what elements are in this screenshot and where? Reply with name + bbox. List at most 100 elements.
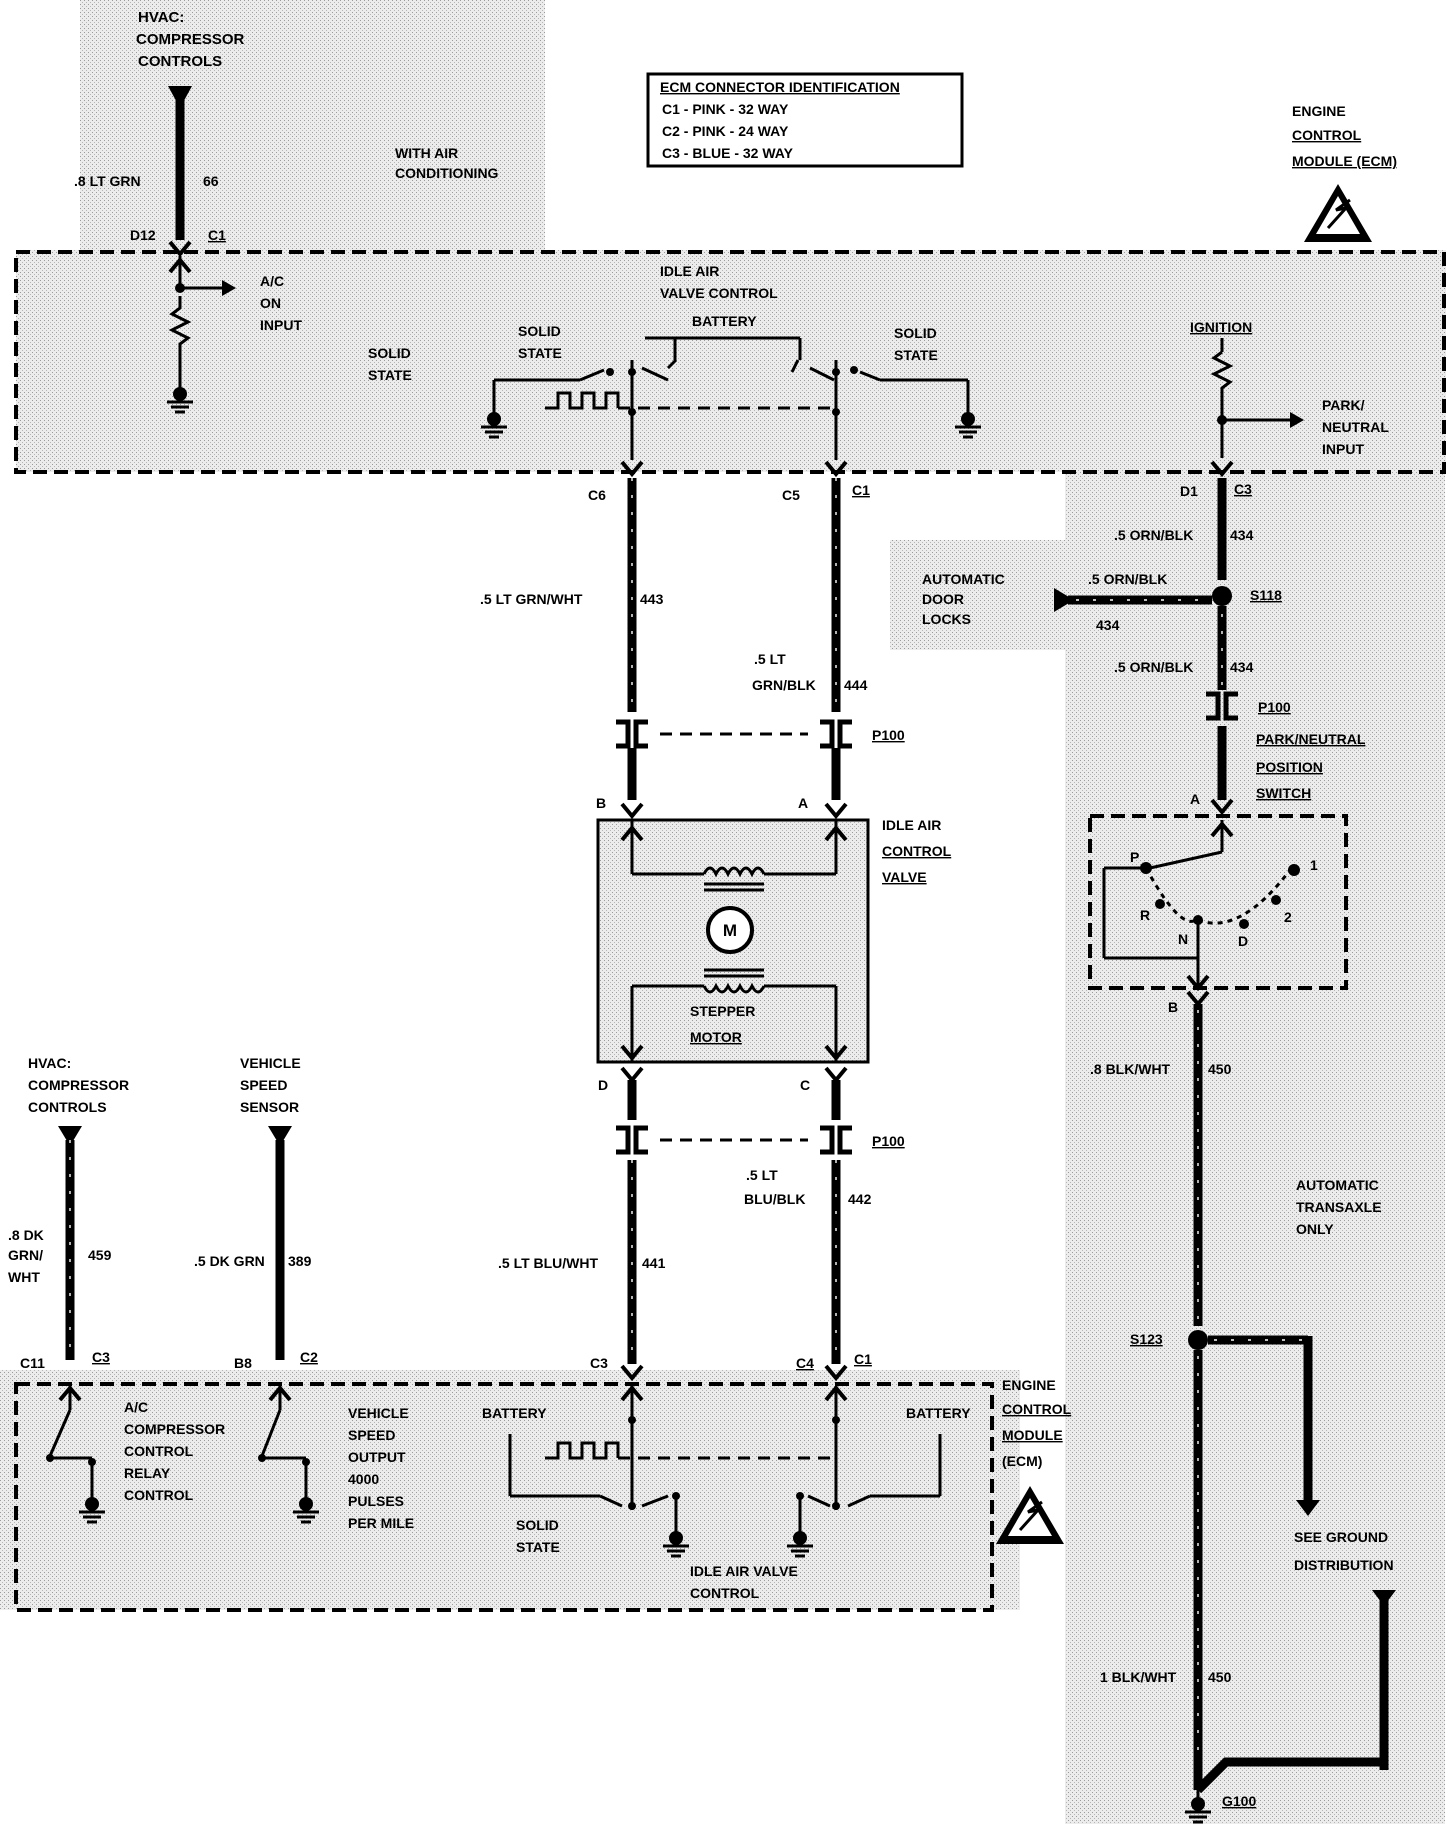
motor-icon [706, 906, 754, 954]
circuit-number: 442 [848, 1191, 872, 1207]
vss-label: SPEED [240, 1077, 287, 1093]
pin-label: D12 [130, 227, 156, 243]
ac-relay-label: CONTROL [124, 1487, 194, 1503]
pin-label: C11 [20, 1355, 45, 1371]
switch-label: SWITCH [1256, 785, 1311, 801]
connector-id-row: C1 - PINK - 32 WAY [662, 101, 789, 117]
splice-icon [1188, 1330, 1208, 1350]
arrow-down-icon [168, 86, 192, 108]
wire-label: .5 LT BLU/WHT [498, 1255, 599, 1271]
solid-state-label: STATE [516, 1539, 560, 1555]
iac-valve: M STEPPER MOTOR IDLE AIR CONTROL VALVE [596, 817, 952, 1064]
pin-label: C6 [588, 487, 606, 503]
circuit-number: 450 [1208, 1669, 1232, 1685]
wire-label: GRN/BLK [752, 677, 816, 693]
terminal-label: C [800, 1077, 810, 1093]
iac-wires-bottom: D C P100 .5 LT BLU/BLK 442 .5 LT BLU/WHT… [498, 1066, 905, 1380]
arrow-left-icon [1054, 588, 1074, 612]
solid-state-label: STATE [894, 347, 938, 363]
see-ground-label: DISTRIBUTION [1294, 1557, 1394, 1573]
auto-trans-label: ONLY [1296, 1221, 1334, 1237]
circuit-number: 459 [88, 1247, 112, 1263]
circuit-number: 434 [1230, 659, 1254, 675]
circuit-number: 66 [203, 173, 219, 189]
park-neutral-input-label: NEUTRAL [1322, 419, 1389, 435]
arrow-down-icon [1296, 1500, 1320, 1516]
circuit-number: 450 [1208, 1061, 1232, 1077]
circuit-number: 389 [288, 1253, 312, 1269]
iac-control-label: VALVE CONTROL [660, 285, 778, 301]
coil-icon [702, 982, 766, 994]
wire-label: WHT [8, 1269, 40, 1285]
door-locks-label: DOOR [922, 591, 964, 607]
connector-id-row: C2 - PINK - 24 WAY [662, 123, 789, 139]
ac-on-input-label: ON [260, 295, 281, 311]
switch-position-label: P [1130, 849, 1139, 865]
solid-state-label: SOLID [368, 345, 411, 361]
terminal-label: A [798, 795, 808, 811]
connector-icon [820, 722, 852, 746]
iac-control-label: IDLE AIR [660, 263, 719, 279]
splice-label: S123 [1130, 1331, 1163, 1347]
connector-label: C3 [1234, 481, 1252, 497]
pin-label: D1 [1180, 483, 1198, 499]
wire-label: .5 ORN/BLK [1088, 571, 1167, 587]
ground-label: G100 [1222, 1793, 1256, 1809]
solid-state-label: SOLID [518, 323, 561, 339]
connector-icon [616, 1128, 648, 1152]
battery-label: BATTERY [482, 1405, 547, 1421]
iac-control-label: CONTROL [690, 1585, 760, 1601]
park-neutral-circuit: D1 C3 .5 ORN/BLK 434 S118 .5 ORN/BLK 434… [922, 460, 1396, 1824]
terminal-label: A [1190, 791, 1200, 807]
iac-valve-label: CONTROL [882, 843, 952, 859]
ac-on-input-label: INPUT [260, 317, 302, 333]
vso-label: 4000 [348, 1471, 379, 1487]
connector-label: C1 [208, 227, 226, 243]
splice-icon [1212, 586, 1232, 606]
connector-label: P100 [872, 727, 905, 743]
wire-label: .5 ORN/BLK [1114, 659, 1193, 675]
iac-wires-top: C6 C5 C1 .5 LT GRN/WHT 443 .5 LT GRN/BLK… [480, 460, 905, 818]
solid-state-label: SOLID [516, 1517, 559, 1533]
pin-label: C3 [590, 1355, 608, 1371]
wire-label: GRN/ [8, 1247, 43, 1263]
hvac-bottom-label: COMPRESSOR [28, 1077, 129, 1093]
switch-position-label: 1 [1310, 857, 1318, 873]
splice-label: S118 [1250, 587, 1282, 603]
park-neutral-input-label: INPUT [1322, 441, 1364, 457]
pin-label: B8 [234, 1355, 252, 1371]
hvac-bottom-label: HVAC: [28, 1055, 71, 1071]
pin-label: C5 [782, 487, 800, 503]
terminal-label: B [1168, 999, 1178, 1015]
circuit-number: 441 [642, 1255, 666, 1271]
resistor-icon [168, 296, 192, 380]
wire-label: .5 LT [754, 651, 786, 667]
pin-label: C4 [796, 1355, 814, 1371]
connector-icon [820, 1128, 852, 1152]
solid-state-label: STATE [518, 345, 562, 361]
hvac-bottom-label: CONTROLS [28, 1099, 107, 1115]
vso-label: PULSES [348, 1493, 404, 1509]
wire-label: .5 LT [746, 1167, 778, 1183]
connector-label: P100 [872, 1133, 905, 1149]
hvac-top-label-line: HVAC: [138, 9, 184, 26]
vso-label: SPEED [348, 1427, 395, 1443]
esd-warning-icon [1302, 182, 1374, 244]
iac-valve-label: VALVE [882, 869, 927, 885]
auto-trans-label: TRANSAXLE [1296, 1199, 1382, 1215]
arrow-down-icon [1372, 1590, 1396, 1606]
with-ac-label: CONDITIONING [395, 165, 499, 181]
door-locks-label: LOCKS [922, 611, 971, 627]
vss-label: SENSOR [240, 1099, 299, 1115]
stepper-motor-label: MOTOR [690, 1029, 742, 1045]
iac-valve-label: IDLE AIR [882, 817, 941, 833]
ecm-label: CONTROL [1002, 1401, 1072, 1417]
ac-relay-label: A/C [124, 1399, 148, 1415]
bottom-left-sources: HVAC: COMPRESSOR CONTROLS .8 DK GRN/ WHT… [8, 1055, 318, 1371]
arrow-down-icon [268, 1126, 292, 1146]
wire-label: 1 BLK/WHT [1100, 1669, 1177, 1685]
pulse-icon [545, 391, 620, 410]
with-ac-label: WITH AIR [395, 145, 458, 161]
battery-label: BATTERY [692, 313, 757, 329]
circuit-number: 443 [640, 591, 664, 607]
